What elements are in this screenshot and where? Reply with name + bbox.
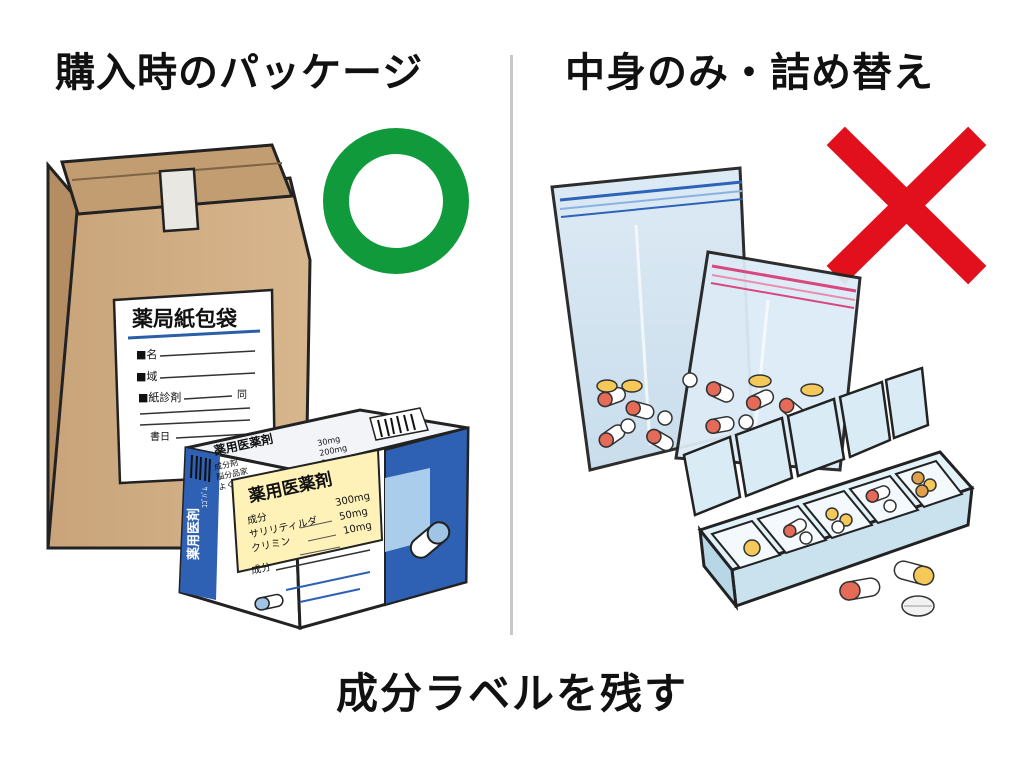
- barcode-icon: [369, 407, 430, 441]
- bag-field-3-unit: 同: [237, 389, 247, 401]
- box-side-small: ｺｺﾞﾊﾞﾑ: [201, 487, 209, 508]
- heading-purchase-package: 購入時のパッケージ: [55, 50, 424, 96]
- circle-icon: [323, 128, 469, 274]
- bag-label-title: 薬局紙包袋: [132, 307, 238, 331]
- bag-field-date: 書日: [150, 430, 170, 443]
- bag-field-3: ■紙診剤: [138, 390, 181, 404]
- box-side-text: 薬用医剤: [186, 508, 202, 561]
- front-barcode-icon: [190, 454, 211, 483]
- center-divider: [510, 55, 513, 635]
- bag-field-2: ■域: [136, 370, 157, 383]
- box-label-row-0: 成分: [246, 511, 268, 527]
- caption-keep-ingredient-label: 成分ラベルを残す: [335, 669, 688, 718]
- box-top-row-0: 成分剤: [213, 457, 239, 472]
- loose-pills: [839, 560, 935, 617]
- box-ingredient-label: 薬用医薬剤 成分 サリリティルダ クリミン 300mg 50mg 10mg: [230, 448, 384, 574]
- bag-field-name: ■名: [136, 347, 157, 361]
- medicine-box: 薬用医薬剤 成分剤 脳分品家 よくおい成務 30mg 200mg 8mg 薬用医…: [178, 407, 470, 631]
- box-bottom-field: 成分: [250, 561, 272, 577]
- pill-organizer: [682, 366, 975, 617]
- heading-refill-contents: 中身のみ・詰め替え: [565, 50, 934, 96]
- bag-label: 薬局紙包袋 ■名 ■域 ■紙診剤 同 書日: [112, 288, 277, 485]
- paper-bag: 薬局紙包袋 ■名 ■域 ■紙診剤 同 書日: [46, 143, 312, 550]
- cross-icon: [826, 126, 987, 285]
- capsules-in-bag: [596, 379, 674, 452]
